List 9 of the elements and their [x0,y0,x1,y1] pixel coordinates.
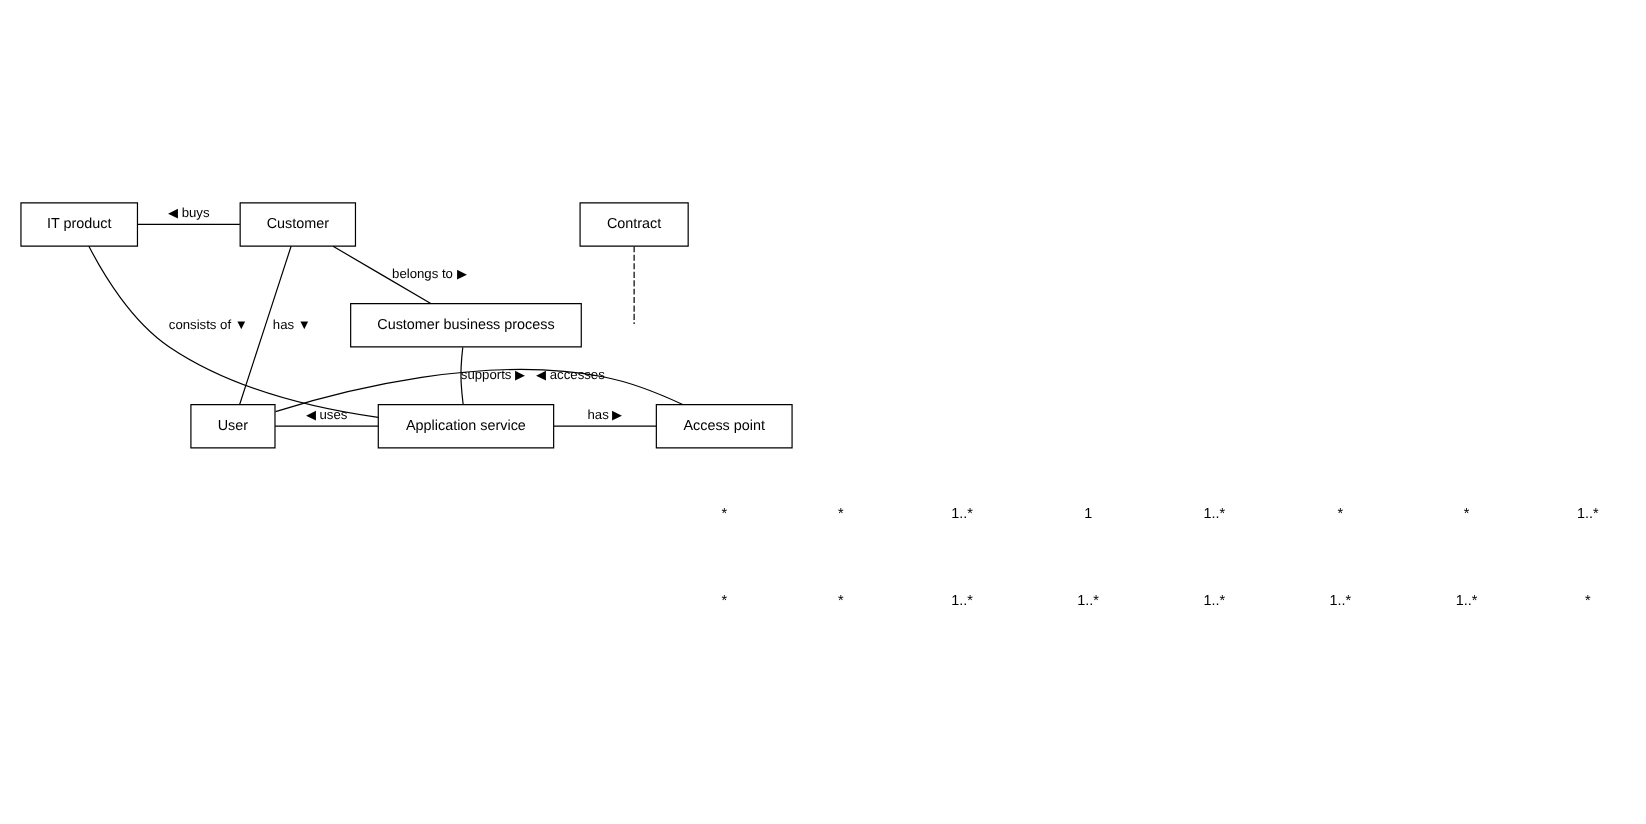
connector [88,244,379,418]
connector [633,244,635,324]
connector [239,244,292,404]
connector [332,244,432,304]
connector [460,345,464,405]
connector [137,222,241,224]
connector [274,367,684,412]
connector [274,424,379,426]
connector [553,424,657,426]
